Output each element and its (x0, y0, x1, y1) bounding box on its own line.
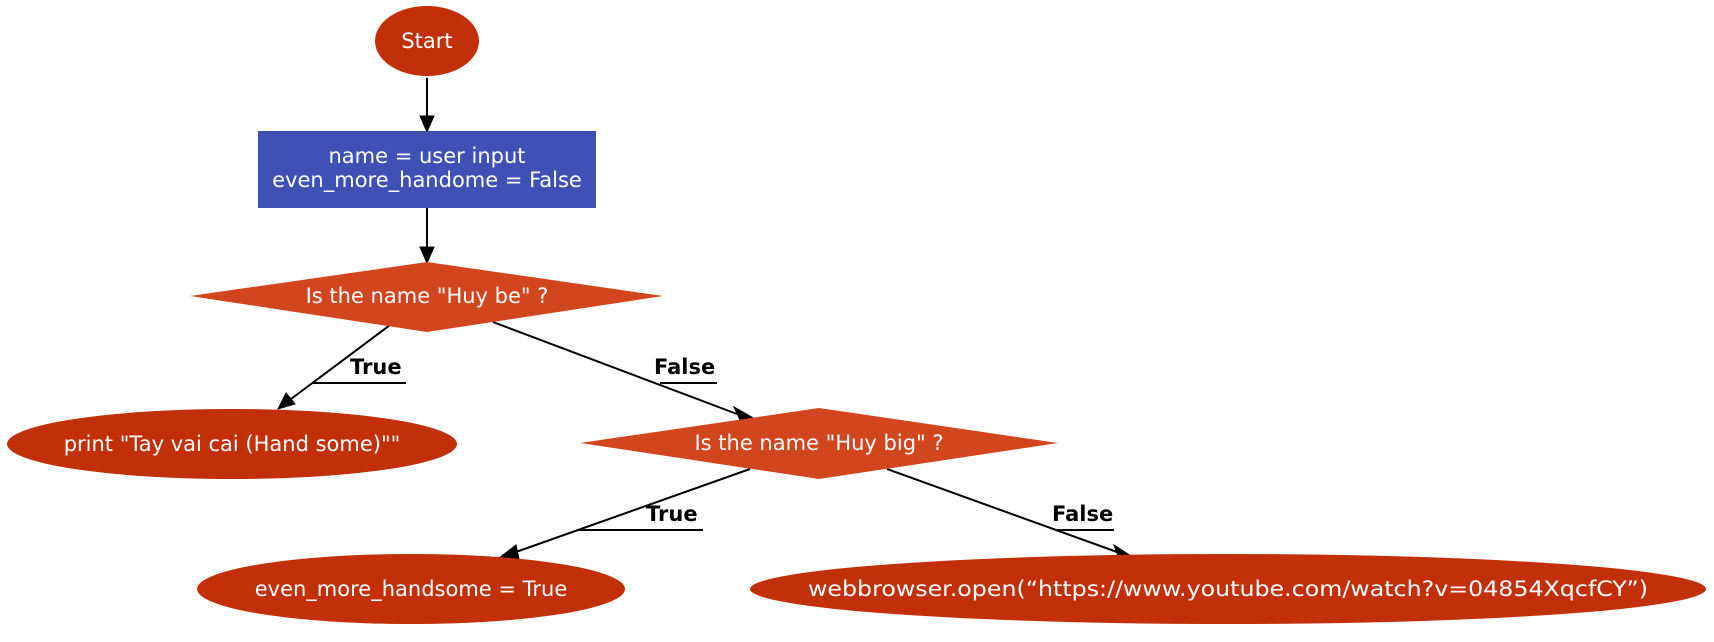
init-line-2: even_more_handome = False (272, 168, 582, 193)
node-print-handsome: print "Tay vai cai (Hand some)"" (7, 409, 457, 479)
arrowhead-decision-2-true (497, 544, 520, 560)
edge-decision-2-true (515, 468, 751, 553)
node-open-browser: webbrowser.open(“https://www.youtube.com… (750, 554, 1706, 624)
arrowhead-init-to-decision-1 (419, 246, 435, 265)
edge-label-d1-true: True (350, 355, 402, 379)
decision-2-shape (580, 408, 1058, 479)
decision-2-label: Is the name "Huy big" ? (694, 431, 943, 455)
init-line-1: name = user input (329, 144, 526, 168)
set-handsome-shape (197, 554, 625, 624)
open-browser-shape (750, 554, 1706, 624)
decision-1-shape (190, 262, 663, 332)
node-decision-1: Is the name "Huy be" ? (190, 262, 663, 332)
node-start: Start (375, 6, 479, 76)
node-decision-2: Is the name "Huy big" ? (580, 408, 1058, 479)
arrowhead-decision-1-true (277, 392, 296, 410)
start-terminal-shape (375, 6, 479, 76)
edges: True False True False (277, 78, 1136, 560)
print-handsome-label: print "Tay vai cai (Hand some)"" (64, 432, 401, 456)
init-process-shape (258, 131, 596, 208)
edge-label-d2-false: False (1052, 502, 1113, 526)
edge-decision-1-true (290, 324, 391, 400)
start-label: Start (401, 29, 452, 53)
decision-1-label: Is the name "Huy be" ? (306, 284, 549, 308)
arrowhead-start-to-init (419, 115, 435, 134)
edge-decision-2-false (886, 468, 1118, 553)
edge-decision-1-false (492, 321, 738, 415)
open-browser-label: webbrowser.open(“https://www.youtube.com… (808, 577, 1648, 601)
nodes: Start name = user input even_more_handom… (7, 6, 1706, 624)
edge-label-d1-false: False (654, 355, 715, 379)
edge-label-d2-true: True (646, 502, 698, 526)
set-handsome-label: even_more_handsome = True (255, 577, 568, 602)
print-handsome-shape (7, 409, 457, 479)
node-set-handsome: even_more_handsome = True (197, 554, 625, 624)
node-init-process: name = user input even_more_handome = Fa… (258, 131, 596, 208)
